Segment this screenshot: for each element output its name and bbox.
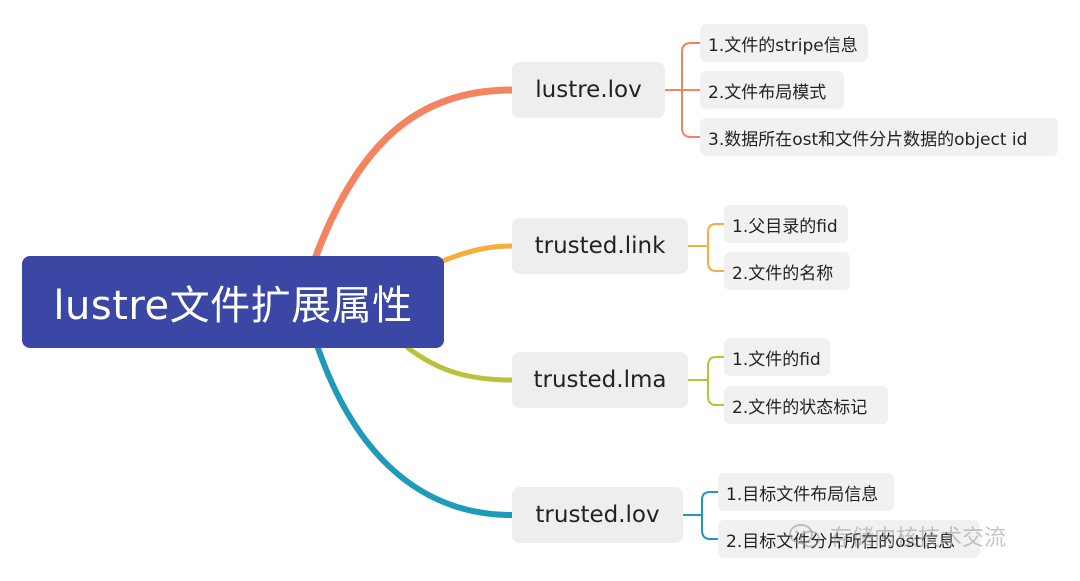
wechat-icon xyxy=(789,524,820,548)
connector-lustre-lov-leaves xyxy=(665,42,700,138)
leaf-trusted-lma-1: 1.文件的fid xyxy=(724,338,830,376)
leaf-trusted-link-2: 2.文件的名称 xyxy=(724,252,850,290)
leaf-trusted-lov-1: 1.目标文件布局信息 xyxy=(718,473,894,511)
watermark-text: 存储内核技术交流 xyxy=(830,526,1007,551)
connector-trusted-lov-leaves xyxy=(683,491,718,540)
branch-trusted-lma: trusted.lma xyxy=(512,352,688,408)
connector-trusted-link-leaves xyxy=(688,223,724,272)
leaf-lustre-lov-3: 3.数据所在ost和文件分片数据的object id xyxy=(700,118,1058,156)
root-node: lustre文件扩展属性 xyxy=(22,256,444,348)
connector-root-trusted-lov xyxy=(315,345,515,518)
connector-root-trusted-lma xyxy=(405,345,515,383)
branch-lustre-lov: lustre.lov xyxy=(512,62,665,118)
watermark: 存储内核技术交流 xyxy=(788,516,1006,556)
leaf-lustre-lov-1: 1.文件的stripe信息 xyxy=(700,24,868,62)
connector-root-lustre-lov xyxy=(312,86,516,260)
leaf-lustre-lov-2: 2.文件布局模式 xyxy=(700,71,844,109)
connector-trusted-lma-leaves xyxy=(688,356,724,406)
leaf-trusted-lma-2: 2.文件的状态标记 xyxy=(724,386,888,424)
connector-root-trusted-link xyxy=(437,243,515,265)
branch-trusted-lov: trusted.lov xyxy=(512,487,683,543)
leaf-trusted-link-1: 1.父目录的fid xyxy=(724,205,848,243)
leaf-trusted-lov-2: 2.目标文件分片所在的ost信息 xyxy=(718,520,980,558)
branch-trusted-link: trusted.link xyxy=(512,218,688,274)
